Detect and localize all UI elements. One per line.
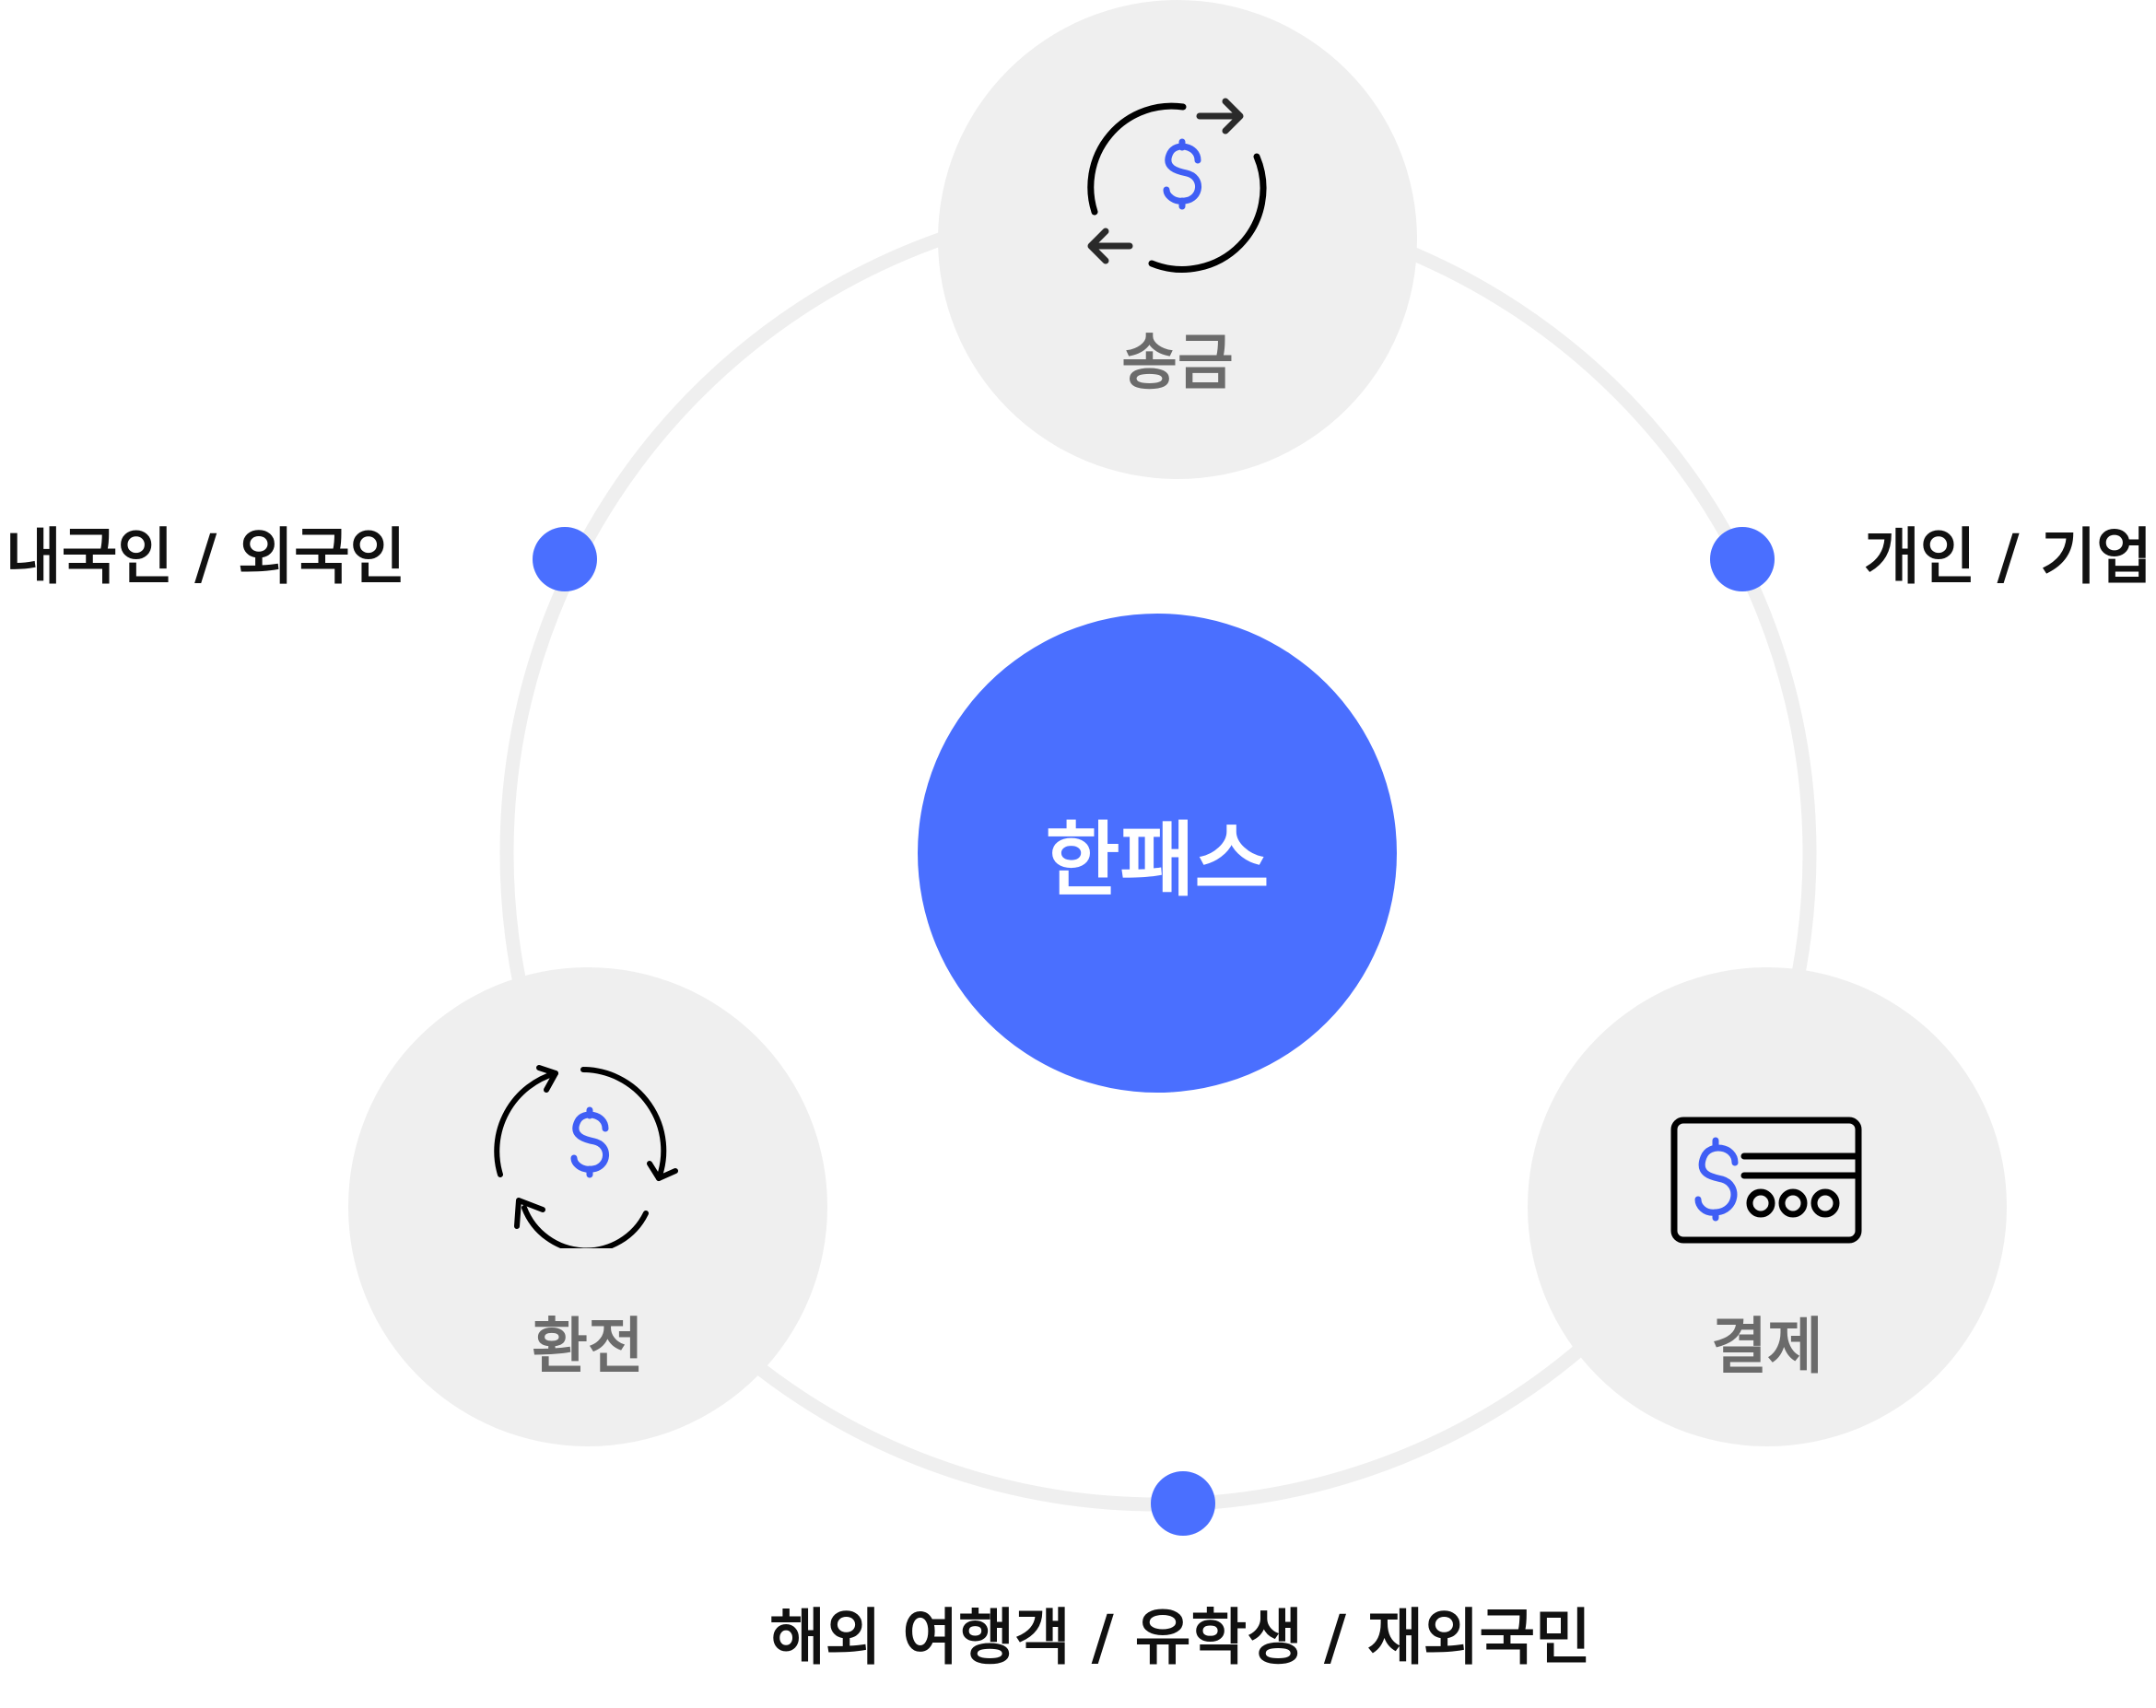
node-label: 결제 bbox=[1711, 1311, 1823, 1382]
node-label: 송금 bbox=[1121, 327, 1234, 398]
connector-dot-bottom bbox=[1151, 1471, 1215, 1536]
center-label: 한패스 bbox=[1045, 812, 1270, 907]
money-transfer-icon bbox=[1087, 98, 1267, 273]
currency-exchange-icon bbox=[494, 1065, 678, 1248]
node-payment[interactable]: 결제 bbox=[1528, 967, 2007, 1446]
connector-dot-left bbox=[533, 527, 597, 591]
connector-dot-right bbox=[1710, 527, 1775, 591]
connector-label-right: 개인 / 기업 bbox=[1864, 521, 2152, 592]
connector-label-bottom: 해외 여행객 / 유학생 / 재외국민 bbox=[769, 1602, 1591, 1673]
center-hub: 한패스 bbox=[918, 614, 1397, 1093]
node-remittance[interactable]: 송금 bbox=[938, 0, 1417, 479]
payment-card-icon bbox=[1670, 1117, 1862, 1244]
node-label: 환전 bbox=[532, 1311, 644, 1382]
node-exchange[interactable]: 환전 bbox=[348, 967, 827, 1446]
connector-label-left: 내국인 / 외국인 bbox=[6, 521, 406, 592]
